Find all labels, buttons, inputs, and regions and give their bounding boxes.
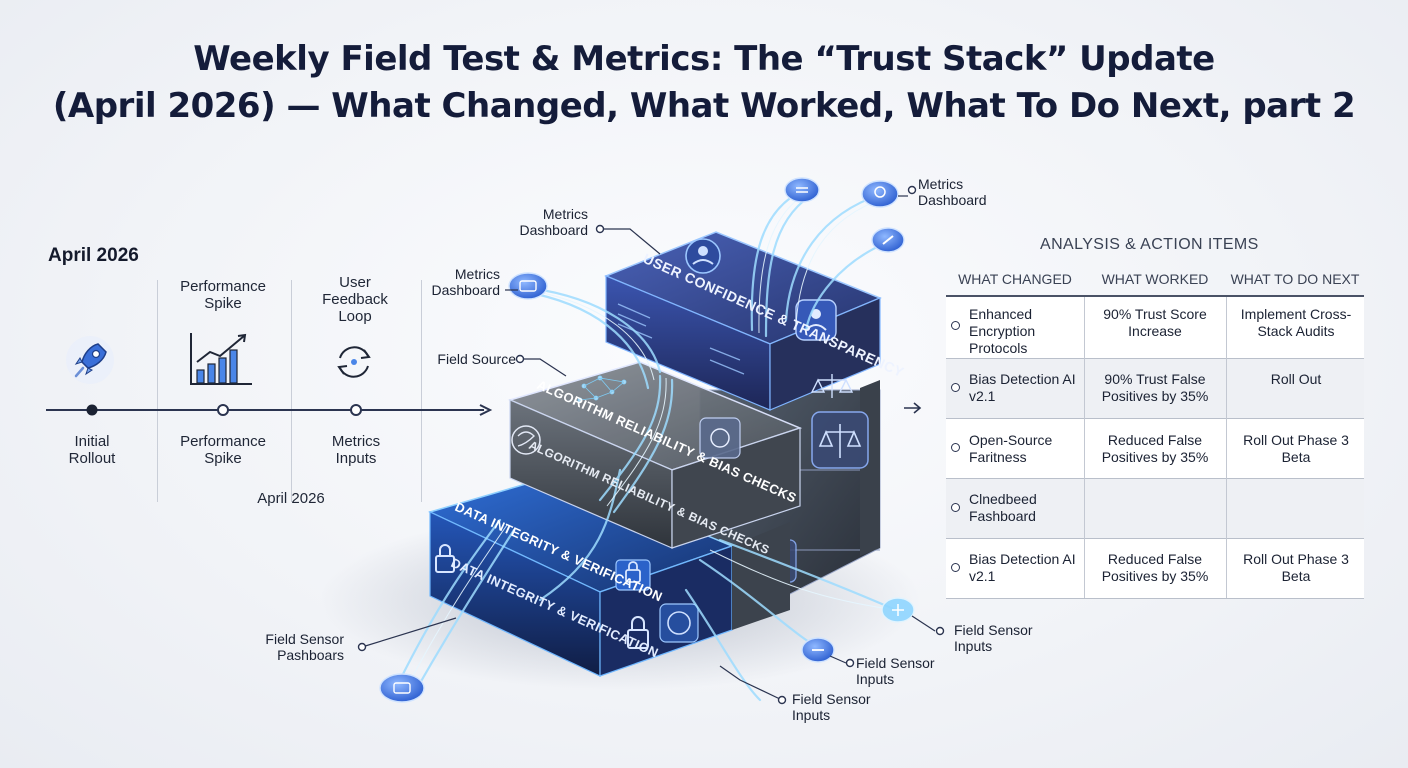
callout-metrics-dashboard-top-right: Metrics Dashboard	[918, 176, 987, 208]
callout-field-sensor-pashboars: Field Sensor Pashboars	[265, 631, 344, 663]
timeline-axis	[46, 404, 493, 416]
table-rule	[946, 295, 1364, 297]
table-row	[946, 478, 1364, 538]
table-cell-worked: 90% Trust False Positives by 35%	[1101, 371, 1209, 404]
callout-field-sensor-inputs-bottom: Field Sensor Inputs	[792, 691, 871, 723]
table-cell-next: Roll Out Phase 3 Beta	[1243, 432, 1349, 465]
title-line-1: Weekly Field Test & Metrics: The “Trust …	[193, 39, 1215, 79]
timeline-divider	[157, 280, 158, 502]
callout-field-sensor-inputs-right: Field Sensor Inputs	[954, 622, 1033, 654]
table-cell-changed: Enhanced Encryption Protocols	[969, 306, 1036, 356]
timeline-label-initial-rollout: Initial Rollout	[68, 433, 116, 467]
table-column-rule	[1084, 297, 1085, 598]
lock-icon	[627, 616, 649, 649]
refresh-cycle-icon	[337, 346, 371, 378]
row-bullet	[951, 503, 960, 512]
row-bullet	[951, 443, 960, 452]
title-line-2: (April 2026) — What Changed, What Worked…	[52, 86, 1356, 126]
table-row	[946, 358, 1364, 418]
arrow-right-icon	[904, 402, 922, 414]
node-icon	[871, 227, 905, 253]
timeline-label-performance-spike-top: Performance Spike	[180, 278, 266, 312]
brain-icon	[511, 425, 541, 455]
timeline-label-user-feedback-loop: User Feedback Loop	[322, 274, 388, 325]
node-icon	[801, 637, 835, 663]
timeline-footer-date: April 2026	[257, 490, 325, 507]
page-title: Weekly Field Test & Metrics: The “Trust …	[0, 36, 1408, 130]
table-cell-next: Roll Out	[1270, 371, 1322, 387]
row-bullet	[951, 563, 960, 572]
table-cell-worked: 90% Trust Score Increase	[1103, 306, 1207, 339]
node-icon	[379, 673, 425, 703]
table-title: ANALYSIS & ACTION ITEMS	[1040, 236, 1259, 253]
table-header-what-changed: WHAT CHANGED	[958, 271, 1072, 287]
table-rule	[946, 478, 1364, 479]
table-cell-worked: Reduced False Positives by 35%	[1101, 432, 1209, 465]
table-header-what-to-do-next: WHAT TO DO NEXT	[1230, 271, 1360, 287]
rocket-icon	[66, 336, 114, 384]
table-cell-worked: Reduced False Positives by 35%	[1101, 551, 1209, 584]
scales-icon	[810, 374, 854, 398]
table-row	[946, 418, 1364, 478]
node-icon	[784, 177, 820, 203]
node-icon	[508, 272, 548, 300]
callout-metrics-dashboard-left: Metrics Dashboard	[431, 266, 501, 298]
table-rule	[946, 358, 1364, 359]
callout-field-sensor-inputs-mid: Field Sensor Inputs	[856, 655, 935, 687]
timeline-divider	[291, 280, 292, 502]
table-cell-next: Implement Cross-Stack Audits	[1240, 306, 1352, 339]
table-cell-changed: Bias Detection AI v2.1	[969, 551, 1076, 584]
table-rule	[946, 598, 1364, 599]
callout-field-source: Field Source	[437, 351, 516, 367]
table-row	[946, 538, 1364, 598]
table-rule	[946, 418, 1364, 419]
table-cell-changed: Clnedbeed Fashboard	[969, 491, 1037, 524]
timeline-divider	[421, 280, 422, 502]
table-header-what-worked: WHAT WORKED	[1101, 271, 1209, 287]
timeline-label-metrics-inputs: Metrics Inputs	[331, 433, 381, 467]
table-cell-changed: Open-Source Faritness	[969, 432, 1053, 465]
table-cell-next: Roll Out Phase 3 Beta	[1243, 551, 1349, 584]
node-icon	[881, 597, 915, 623]
timeline-header: April 2026	[48, 245, 139, 266]
timeline-label-performance-spike-bottom: Performance Spike	[180, 433, 266, 467]
table-rule	[946, 538, 1364, 539]
node-icon	[861, 180, 899, 208]
table-row	[946, 296, 1364, 358]
table-column-rule	[1226, 297, 1227, 598]
bar-chart-icon	[190, 333, 252, 385]
lock-icon	[435, 544, 455, 573]
row-bullet	[951, 383, 960, 392]
table-cell-changed: Bias Detection AI v2.1	[969, 371, 1076, 404]
row-bullet	[951, 321, 960, 330]
callout-metrics-dashboard-upper-left: Metrics Dashboard	[519, 206, 589, 238]
